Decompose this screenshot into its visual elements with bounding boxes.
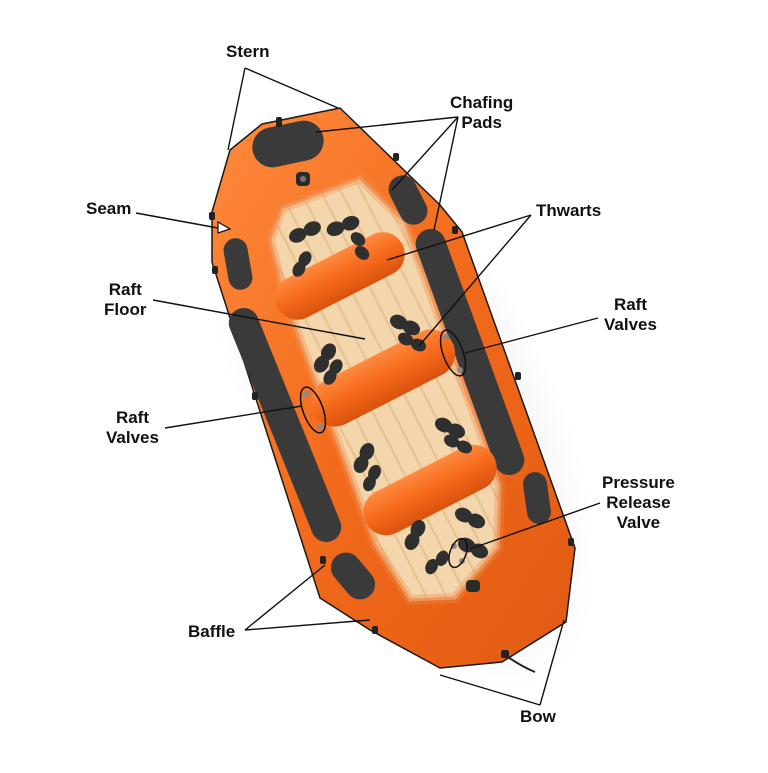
leader-lines (135, 67, 601, 706)
d-rings (209, 117, 574, 658)
label-thwarts: Thwarts (536, 201, 602, 220)
foot-cups (289, 216, 489, 575)
label-pressure-release-valve: Pressure Release Valve (602, 473, 675, 532)
thwarts (275, 232, 497, 536)
label-raft-valves-left: Raft Valves (106, 408, 159, 447)
label-raft-floor: Raft Floor (104, 280, 147, 319)
label-chafing-pads: Chafing Pads (450, 93, 514, 132)
label-bow: Bow (520, 707, 556, 726)
seam-arrow-icon (217, 220, 232, 234)
stern-handle (296, 172, 480, 592)
valve-callout-ellipses (299, 329, 468, 569)
label-stern: Stern (226, 42, 270, 61)
label-baffle: Baffle (188, 622, 236, 641)
label-seam: Seam (86, 199, 132, 218)
label-raft-valves-right: Raft Valves (604, 295, 657, 334)
bow-rope (504, 654, 536, 673)
